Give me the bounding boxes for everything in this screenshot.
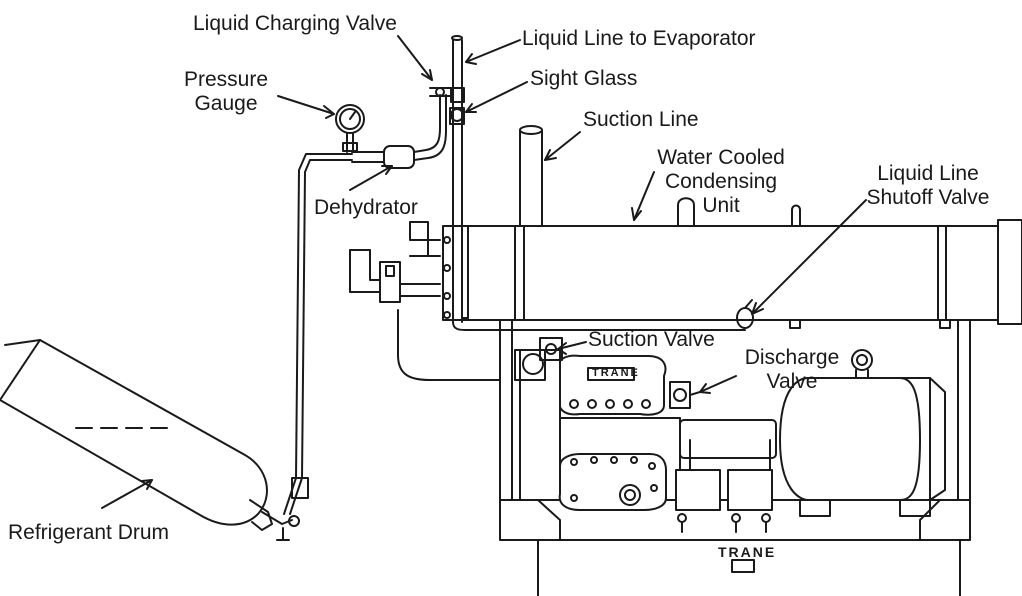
refrigerant-drum (0, 339, 300, 541)
label-suction-line: Suction Line (583, 108, 699, 131)
arrow-refrigerant-drum (101, 479, 153, 509)
motor (779, 349, 946, 517)
label-shutoff-valve-line-1: Liquid Line (877, 162, 979, 185)
arrow-sight-glass (465, 81, 528, 113)
label-liquid-line-to-evaporator: Liquid Line to Evaporator (522, 27, 756, 50)
dehydrator (351, 94, 447, 169)
leader-arrows (101, 35, 867, 509)
pressure-gauge (335, 104, 365, 153)
arrow-discharge-valve (699, 375, 737, 393)
arrow-shutoff-valve (751, 199, 867, 315)
label-refrigerant-drum: Refrigerant Drum (8, 521, 170, 544)
water-cooled-condenser (442, 197, 1022, 329)
label-shutoff-valve-line-2: Shutoff Valve (866, 186, 990, 209)
arrow-liquid-charging-valve (397, 35, 433, 81)
label-liquid-line-shutoff-valve: Liquid Line Shutoff Valve (852, 162, 1004, 210)
label-condensing-unit-line-2: Condensing (664, 170, 778, 193)
compressor (514, 349, 681, 511)
base-nameplate: TRANE (718, 544, 777, 560)
label-discharge-valve-line-1: Discharge (744, 346, 840, 369)
compressor-nameplate: TRANE (592, 367, 640, 379)
label-condensing-unit-line-1: Water Cooled (657, 146, 785, 169)
arrow-condensing-unit (633, 171, 655, 221)
label-sight-glass: Sight Glass (530, 67, 638, 90)
label-condensing-unit-line-3: Unit (702, 194, 740, 217)
label-water-cooled-condensing-unit: Water Cooled Condensing Unit (645, 146, 797, 218)
arrow-pressure-gauge (277, 95, 335, 115)
label-discharge-valve-line-2: Valve (766, 370, 818, 393)
arrow-liquid-line-to-evaporator (465, 39, 521, 63)
label-pressure-gauge-line-1: Pressure (183, 68, 269, 91)
suction-line (519, 125, 543, 229)
receiver-tank (675, 419, 777, 533)
discharge-valve (669, 381, 701, 409)
label-liquid-charging-valve: Liquid Charging Valve (193, 12, 397, 35)
label-discharge-valve: Discharge Valve (736, 346, 848, 394)
label-suction-valve: Suction Valve (588, 328, 715, 351)
label-pressure-gauge: Pressure Gauge (178, 68, 274, 116)
label-dehydrator: Dehydrator (314, 196, 418, 219)
label-pressure-gauge-line-2: Gauge (194, 92, 258, 115)
liquid-line-shutoff-valve (736, 299, 754, 329)
arrow-dehydrator (349, 165, 393, 191)
charging-hose (283, 153, 353, 515)
arrow-suction-line (544, 131, 581, 161)
arrow-suction-valve (557, 341, 587, 350)
water-connections (349, 221, 501, 381)
